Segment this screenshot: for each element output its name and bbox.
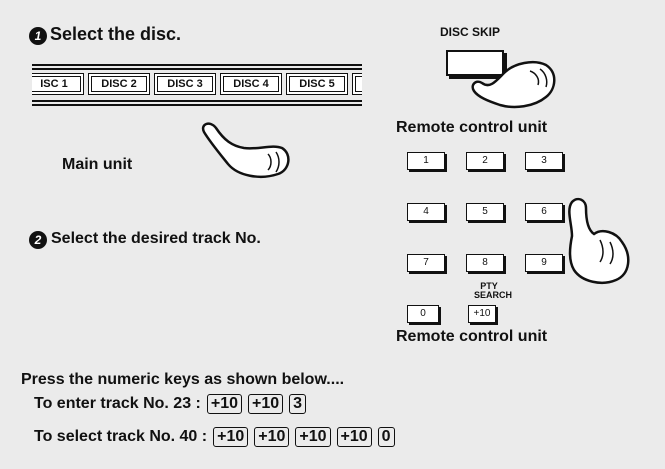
seq-key-0: 0 — [377, 427, 395, 447]
track-23-text: To enter track No. 23 : — [34, 395, 201, 412]
disc-skip-label: DISC SKIP — [440, 25, 501, 39]
key-3[interactable]: 3 — [525, 152, 563, 170]
seq-key-plus10: +10 — [206, 394, 242, 414]
disc-4-button[interactable]: DISC 4 — [220, 73, 282, 95]
step-1-number: 1 — [29, 27, 47, 45]
disc-row-top-rule — [32, 64, 362, 66]
key-6[interactable]: 6 — [525, 203, 563, 221]
disc-3-button[interactable]: DISC 3 — [154, 73, 216, 95]
disc-6-button-partial[interactable] — [352, 73, 362, 95]
key-5[interactable]: 5 — [466, 203, 504, 221]
disc-row-bottom-rule-2 — [32, 104, 362, 106]
pty-search-label: PTY SEARCH — [474, 281, 513, 300]
seq-key-plus10: +10 — [213, 427, 249, 447]
remote-control-label-top: Remote control unit — [396, 119, 548, 136]
key-7[interactable]: 7 — [407, 254, 445, 272]
disc-5-button[interactable]: DISC 5 — [286, 73, 348, 95]
key-0[interactable]: 0 — [407, 305, 439, 323]
main-unit-label: Main unit — [62, 156, 133, 173]
key-1[interactable]: 1 — [407, 152, 445, 170]
pointing-hand-icon — [471, 61, 556, 109]
seq-key-plus10: +10 — [295, 427, 331, 447]
disc-row-top-rule-2 — [32, 68, 362, 70]
pointing-hand-icon — [201, 122, 290, 178]
seq-key-3: 3 — [289, 394, 307, 414]
key-8[interactable]: 8 — [466, 254, 504, 272]
pointing-hand-icon — [568, 197, 630, 284]
seq-key-plus10: +10 — [248, 394, 284, 414]
pty-label: PTY — [480, 281, 498, 291]
key-4[interactable]: 4 — [407, 203, 445, 221]
instructions-heading: Press the numeric keys as shown below...… — [21, 371, 345, 388]
step-2-title: Select the desired track No. — [51, 230, 261, 247]
disc-row-bottom-rule — [32, 100, 362, 102]
track-40-text: To select track No. 40 : — [34, 428, 208, 445]
disc-skip-button[interactable] — [446, 50, 504, 76]
key-9[interactable]: 9 — [525, 254, 563, 272]
key-2[interactable]: 2 — [466, 152, 504, 170]
step-2-number: 2 — [29, 231, 47, 249]
search-label: SEARCH — [474, 290, 513, 300]
key-plus-10[interactable]: +10 — [468, 305, 496, 323]
disc-2-button[interactable]: DISC 2 — [88, 73, 150, 95]
disc-button-row: ISC 1 DISC 2 DISC 3 DISC 4 DISC 5 — [32, 73, 362, 95]
seq-key-plus10: +10 — [254, 427, 290, 447]
remote-control-label-bottom: Remote control unit — [396, 328, 548, 345]
seq-key-plus10: +10 — [336, 427, 372, 447]
step-1-title: Select the disc. — [50, 24, 182, 44]
disc-1-button[interactable]: ISC 1 — [32, 73, 84, 95]
